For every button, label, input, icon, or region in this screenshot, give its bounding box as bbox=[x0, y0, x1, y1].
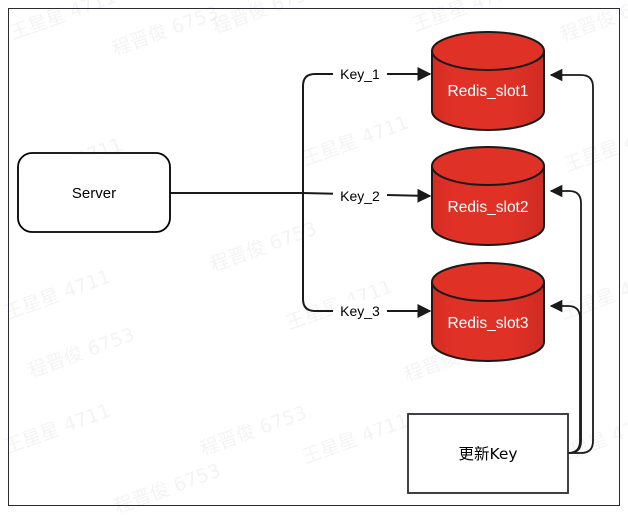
redis-slot3-cylinder-top bbox=[431, 262, 545, 302]
server-box[interactable] bbox=[17, 152, 171, 233]
edge-update-to-slot3 bbox=[549, 299, 581, 454]
node-server[interactable]: Server bbox=[17, 152, 171, 233]
edge-server-to-slot3 bbox=[302, 193, 432, 318]
node-update-key[interactable]: 更新Key bbox=[407, 413, 569, 494]
node-redis-slot3[interactable]: Redis_slot3 bbox=[431, 262, 545, 362]
update-key-label: 更新Key bbox=[458, 445, 517, 463]
redis-slot1-cylinder-body[interactable] bbox=[431, 50, 545, 131]
node-redis-slot2[interactable]: Redis_slot2 bbox=[431, 146, 545, 246]
redis-slot2-cylinder-top bbox=[431, 146, 545, 186]
edge-group-server-to-slots: Key_1 Key_2 Key_3 bbox=[170, 63, 432, 321]
redis-slot3-label: Redis_slot3 bbox=[448, 315, 529, 332]
edge-update-to-slot1 bbox=[549, 68, 594, 454]
update-key-box[interactable] bbox=[407, 413, 569, 494]
edge-label-key-3: Key_3 bbox=[340, 303, 380, 319]
redis-slot2-label: Redis_slot2 bbox=[448, 199, 529, 216]
edge-label-backing bbox=[333, 185, 387, 206]
redis-slot1-cylinder-top bbox=[431, 31, 545, 71]
edge-group-update-to-slots bbox=[549, 68, 594, 454]
redis-slot1-label: Redis_slot1 bbox=[448, 83, 529, 100]
redis-slot3-cylinder-body[interactable] bbox=[431, 281, 545, 362]
redis-slot2-cylinder-body[interactable] bbox=[431, 165, 545, 246]
edge-label-key-2: Key_2 bbox=[340, 188, 380, 204]
edge-label-backing bbox=[333, 63, 387, 84]
edge-label-backing bbox=[333, 300, 387, 321]
node-redis-slot1[interactable]: Redis_slot1 bbox=[431, 31, 545, 131]
edge-server-to-slot1 bbox=[302, 67, 432, 193]
edge-label-key-1: Key_1 bbox=[340, 66, 380, 82]
server-label: Server bbox=[72, 185, 116, 202]
